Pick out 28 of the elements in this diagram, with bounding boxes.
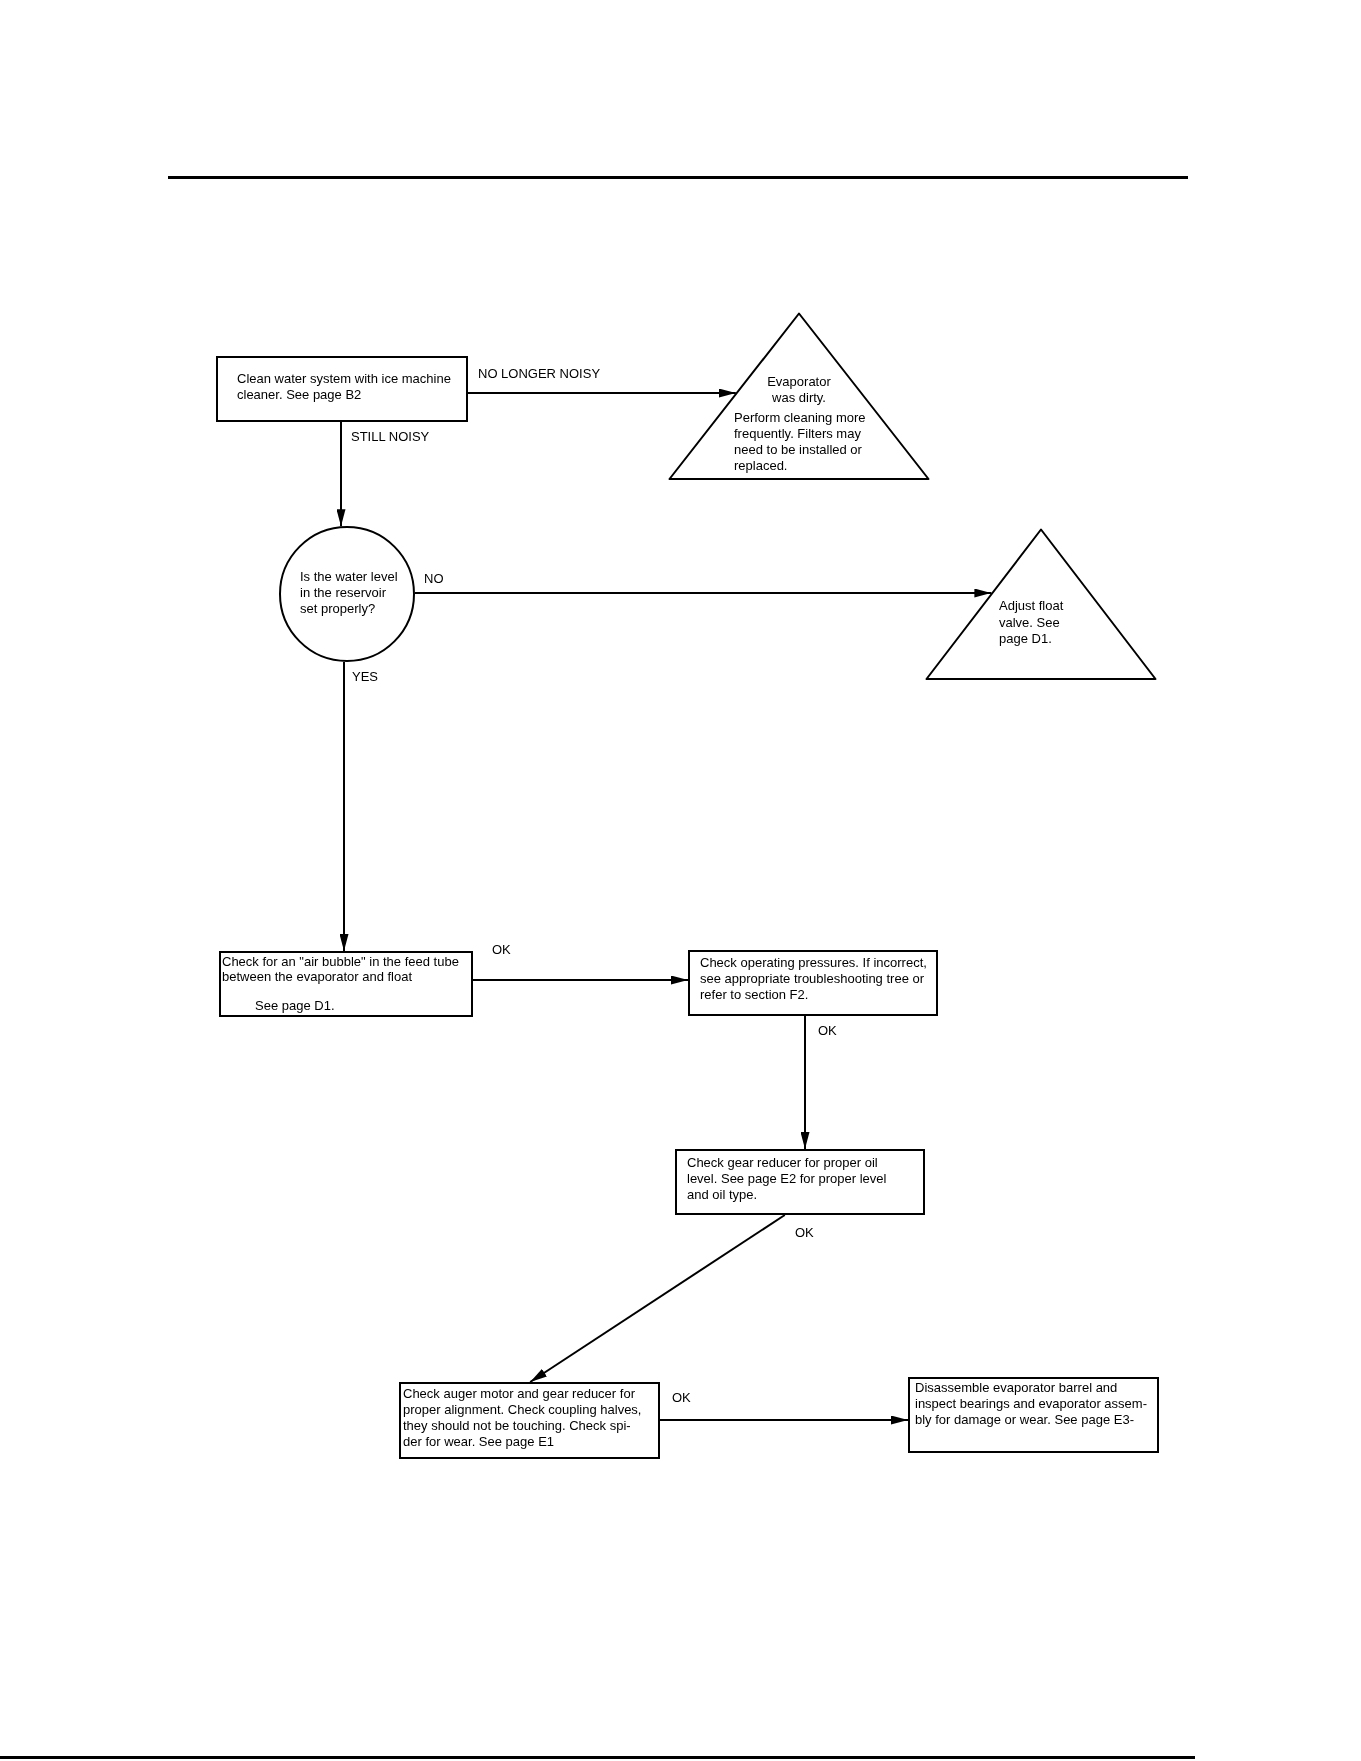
process-box [688,950,938,1016]
step-text: See page D1. [255,998,336,1014]
outcome-text: Perform cleaning more frequently. Filters may need to be installed or replaced. [734,410,867,474]
arrow [467,388,737,398]
outcome-text: Evaporator was dirty. [766,374,832,406]
step-text: Disassemble evaporator barrel and inspect bearings and evaporator assem- bly for damage or wear. See page E3- [915,1380,1148,1428]
arrow [800,1015,810,1150]
process-box [216,356,468,422]
step-text: Check for an "air bubble" in the feed tube between the evaporator and float [222,954,460,984]
outcome-triangle [925,528,1157,680]
arrow [414,588,993,598]
outcome-triangle [668,312,930,480]
arrow [336,421,346,528]
step-text: Check operating pressures. If incorrect, see appropriate troubleshooting tree or refer to section F2. [700,955,928,1003]
decision-circle [279,526,415,662]
process-box [908,1377,1159,1453]
process-box [219,951,473,1017]
process-box [675,1149,925,1215]
arrow [472,975,689,985]
outcome-text: Adjust float valve. See page D1. [999,598,1065,648]
arrow [659,1415,909,1425]
step-text: Check gear reducer for proper oil level. See page E2 for proper level and oil type. [687,1155,888,1203]
step-text: Check auger motor and gear reducer for proper alignment. Check coupling halves, they should not be touching. Check spi- der for wear. See page E1 [403,1386,643,1450]
arrow [339,660,349,952]
arrow [529,1214,786,1383]
step-text: Clean water system with ice machine cleaner. See page B2 [237,371,452,403]
process-box [399,1382,660,1459]
question-text: Is the water level in the reservoir set properly? [300,569,399,617]
